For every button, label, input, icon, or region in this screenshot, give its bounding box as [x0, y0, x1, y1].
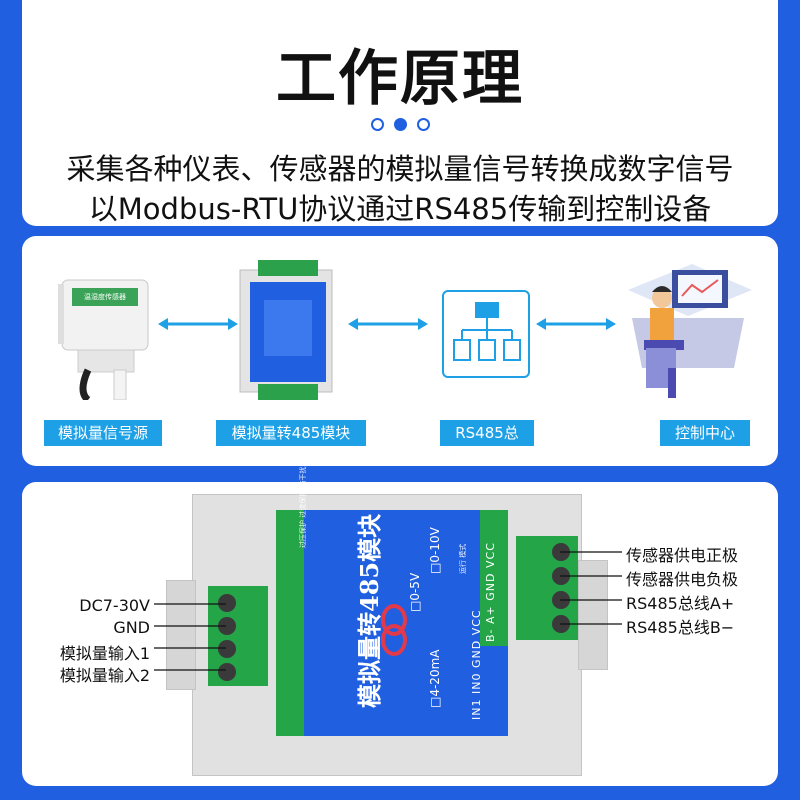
- module-text-block: 模拟量转485模块 □4-20mA □0-5V □0-10V IN1 IN0 G…: [288, 467, 488, 724]
- dot-3[interactable]: [416, 118, 430, 131]
- module-body-title: 模拟量转485模块: [355, 513, 384, 708]
- node-label-signal-source: 模拟量信号源: [44, 420, 162, 446]
- node-label-rs485-bus: RS485总线: [440, 420, 534, 468]
- terminal-in0: IN0: [470, 672, 483, 695]
- mark-mode: 模式: [459, 543, 467, 558]
- label-analog-input-2: 模拟量输入2: [59, 666, 150, 685]
- flow-arrow-1: [158, 318, 238, 330]
- dot-1[interactable]: [370, 118, 384, 131]
- range-option-0-10v: □0-10V: [428, 527, 442, 574]
- right-terminal-names: B- A+ GND VCC: [484, 506, 500, 642]
- dot-2[interactable]: [393, 118, 407, 131]
- module-housing-left-wing: [166, 580, 196, 690]
- top-marks-protection: 过压保护 过流保护 防干扰: [298, 467, 308, 548]
- terminal-gnd-left: GND: [470, 639, 483, 669]
- terminal-b-minus: B-: [484, 628, 497, 642]
- left-terminal-header: [276, 510, 304, 736]
- mark-overcurrent: 过流保护: [299, 489, 307, 518]
- bus-network-icon: [453, 302, 521, 361]
- flow-arrow-2: [348, 318, 428, 330]
- right-terminal-header: [480, 510, 508, 646]
- terminal-a-plus: A+: [484, 605, 497, 624]
- label-rs485-a-plus: RS485总线A+: [626, 594, 735, 613]
- operator-workstation-icon: [628, 264, 752, 398]
- label-gnd: GND: [113, 618, 150, 637]
- page-title: 工作原理: [276, 44, 524, 114]
- chain-link-logo-icon: [381, 604, 407, 656]
- header-panel: [22, 0, 778, 226]
- range-option-label-4-20ma: 4-20mA: [428, 649, 442, 697]
- subtitle-line-2: 以Modbus-RTU协议通过RS485传输到控制设备: [88, 192, 712, 226]
- label-analog-input-1: 模拟量输入1: [59, 644, 150, 663]
- subtitle-line-1: 采集各种仪表、传感器的模拟量信号转换成数字信号: [66, 152, 734, 186]
- right-callout-lines: [560, 551, 622, 625]
- left-terminal-screws: [218, 594, 236, 681]
- left-callout-lines: [154, 603, 226, 671]
- mark-run: 运行: [459, 560, 467, 574]
- pagination-dots: [0, 114, 800, 133]
- node-label-control-center: 控制中心: [660, 420, 750, 446]
- terminal-vcc-right: VCC: [484, 542, 497, 568]
- range-option-label-0-5v: 0-5V: [408, 572, 422, 601]
- sensor-device-text: 温湿度传感器: [84, 293, 126, 301]
- range-option-0-5v: □0-5V: [408, 572, 422, 612]
- terminal-in1: IN1: [470, 698, 483, 720]
- mark-anti-interference: 防干扰: [299, 466, 307, 488]
- top-marks: 运行 模式: [458, 544, 468, 574]
- flow-arrow-3: [536, 318, 616, 330]
- terminal-gnd-right: GND: [484, 572, 497, 601]
- label-rs485-b-minus: RS485总线B−: [626, 618, 735, 637]
- node-label-converter: 模拟量转485模块: [216, 420, 366, 446]
- range-option-4-20ma: □4-20mA: [428, 649, 442, 708]
- terminal-vcc-left: VCC: [470, 609, 483, 636]
- module-housing-right-wing: [578, 560, 608, 670]
- module-face: [276, 510, 508, 736]
- left-terminal-strip: [208, 586, 268, 686]
- mark-overvoltage: 过压保护: [299, 520, 307, 548]
- label-sensor-power-negative: 传感器供电负极: [626, 570, 739, 589]
- left-terminal-names: IN1 IN0 GND VCC: [470, 609, 483, 720]
- converter-module-icon: [239, 260, 333, 400]
- sensor-device-icon: [58, 279, 149, 400]
- range-option-label-0-10v: 0-10V: [428, 527, 442, 563]
- label-dc-power: DC7-30V: [79, 596, 150, 615]
- label-sensor-power-positive: 传感器供电正极: [626, 546, 739, 565]
